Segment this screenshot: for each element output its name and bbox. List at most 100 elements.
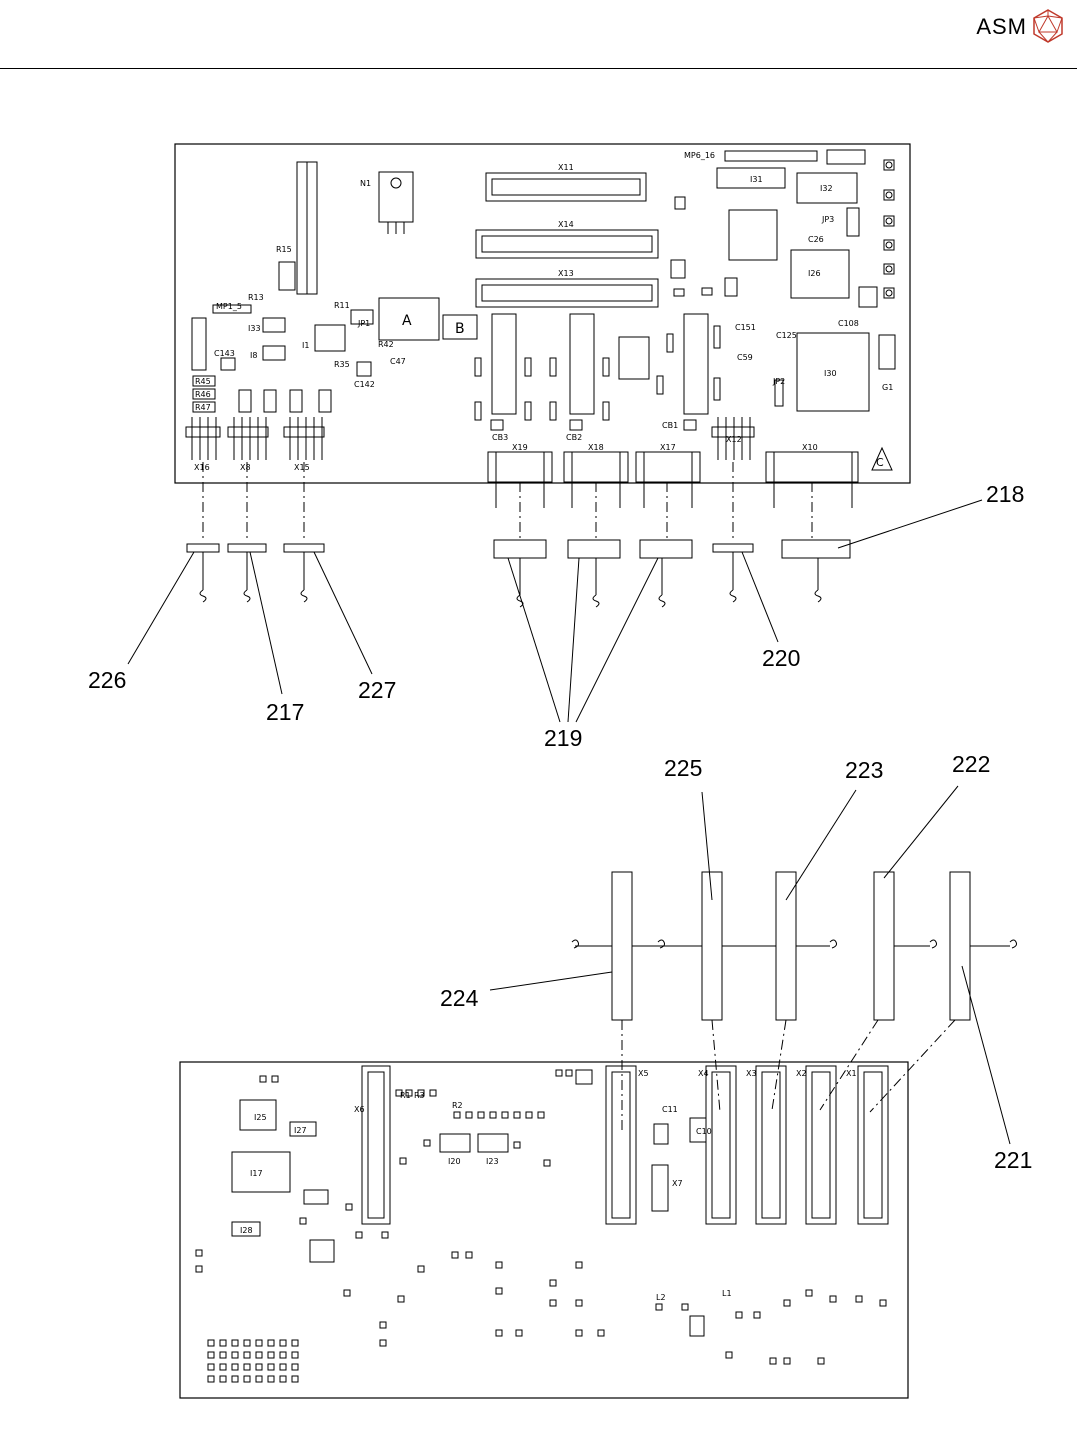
chip-i30 [796,332,870,412]
jumper-jp2 [774,379,784,407]
callout-222: 222 [952,751,990,777]
ribbon-cable-222 [873,871,937,1021]
chip-i10 [303,1189,329,1205]
crystal-g1 [878,334,896,370]
capacitor-cb3 [490,419,504,431]
resistor-r46 [192,388,216,400]
label-x2: X2 [796,1069,807,1078]
label-r47: R47 [195,403,211,412]
coil-x7 [651,1164,669,1212]
capacitor-cb2 [569,419,583,431]
cable-end-226 [186,543,220,603]
label-cb3: CB3 [492,433,508,442]
label-i30: I30 [824,369,837,378]
capacitor-cb1 [683,419,697,431]
label-c59: C59 [737,353,753,362]
brand-name: ASM [976,14,1027,39]
capacitor-c9 [670,259,686,279]
ribbon-cable-221 [949,871,1017,1021]
label-jp3: JP3 [821,215,834,224]
callout-223: 223 [845,757,883,783]
pin-header-column [296,161,318,295]
label-jp2: JP2 [772,377,785,386]
label-r42: R42 [378,340,394,349]
mp7-24 [846,207,860,237]
chip-i22 [858,286,878,308]
asm-polyhedron-logo-icon [1033,9,1063,43]
upper-board-large-labels: A B C [402,313,884,469]
connector-x11 [485,172,647,202]
led-column [883,159,895,299]
chip-i1 [314,324,346,352]
callout-219: 219 [544,725,582,751]
label-cb2: CB2 [566,433,582,442]
resistor-r51 [238,389,252,413]
label-r2: R2 [452,1101,463,1110]
cable-end-219b [567,539,621,608]
label-i17: I17 [250,1169,263,1178]
chip-i17 [231,1151,291,1193]
lower-small-components [195,1069,887,1383]
label-r11: R11 [334,301,350,310]
cable-end-220 [712,543,754,603]
label-jp1: JP1 [357,319,370,328]
chip-i31 [716,167,786,189]
callout-218: 218 [986,481,1024,507]
label-l1: L1 [722,1289,732,1298]
callout-217: 217 [266,699,304,725]
connector-x13 [475,278,659,308]
upper-dashdot-lines [202,462,813,542]
label-x8: X8 [240,463,251,472]
chip-i23 [477,1133,509,1153]
chip-i33 [262,317,286,333]
chip-i6 [575,1069,593,1085]
callout-226: 226 [88,667,126,693]
label-x19: X19 [512,443,528,452]
label-x16: X16 [194,463,210,472]
label-x5: X5 [638,1069,649,1078]
label-x15: X15 [294,463,310,472]
chip-i9 [309,1239,335,1263]
chip-i26 [790,249,850,299]
capacitor-c10 [689,1117,707,1143]
cable-end-227 [283,543,325,603]
chip-i37 [491,313,517,415]
label-i31: I31 [750,175,763,184]
label-r45: R45 [195,377,211,386]
upper-leader-lines [127,499,983,723]
capacitor-c11 [653,1123,669,1145]
label-x3: X3 [746,1069,757,1078]
label-x17: X17 [660,443,676,452]
lower-connector-x1 [857,1065,889,1225]
capacitor-c140 [689,1315,705,1337]
label-x7: X7 [672,1179,683,1188]
capacitor-c8 [724,277,738,297]
mp6-16-strip [724,150,818,162]
label-i1: I1 [302,341,309,350]
resistor-r45 [192,375,216,387]
label-i8: I8 [250,351,257,360]
ribbon-cable-224 [571,871,633,1021]
label-l2: L2 [656,1293,666,1302]
label-cb1: CB1 [662,421,678,430]
n1-regulator [378,171,414,234]
capacitor-c142 [356,361,372,377]
lower-leader-lines [489,785,1011,1145]
lower-connector-x3 [755,1065,787,1225]
header-x12 [711,417,755,460]
connector-x18 [563,451,629,508]
label-c151: C151 [735,323,756,332]
upper-pcb-board [174,143,911,484]
capacitor-c7 [674,196,686,210]
resistor-r142 [713,325,721,349]
label-g1: G1 [882,383,893,392]
resistor-r205 [602,401,610,421]
cable-end-218 [781,539,851,603]
resistor-r208 [524,401,532,421]
label-r35: R35 [334,360,350,369]
cable-end-217 [227,543,267,603]
label-c10: C10 [696,1127,712,1136]
resistor-r207 [474,401,482,421]
capacitor-c84 [618,336,650,380]
